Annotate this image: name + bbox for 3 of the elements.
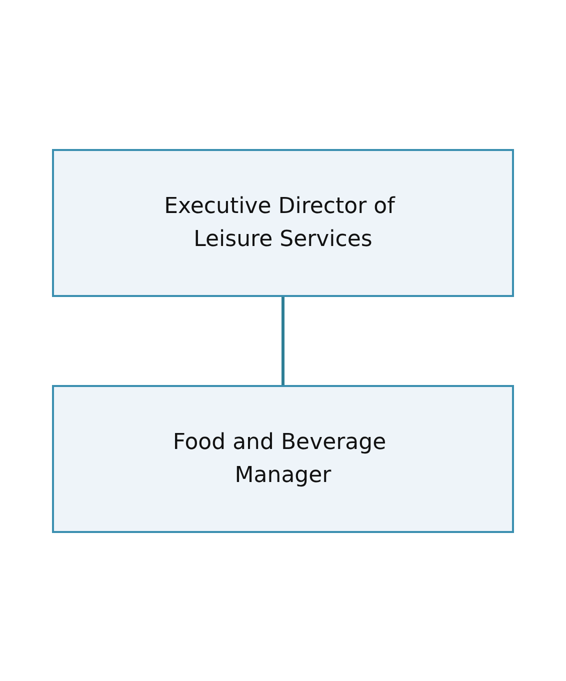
node-box: Executive Director of Leisure Services (52, 148, 514, 296)
node-box: Food and Beverage Manager (52, 384, 514, 532)
connector (282, 296, 284, 386)
